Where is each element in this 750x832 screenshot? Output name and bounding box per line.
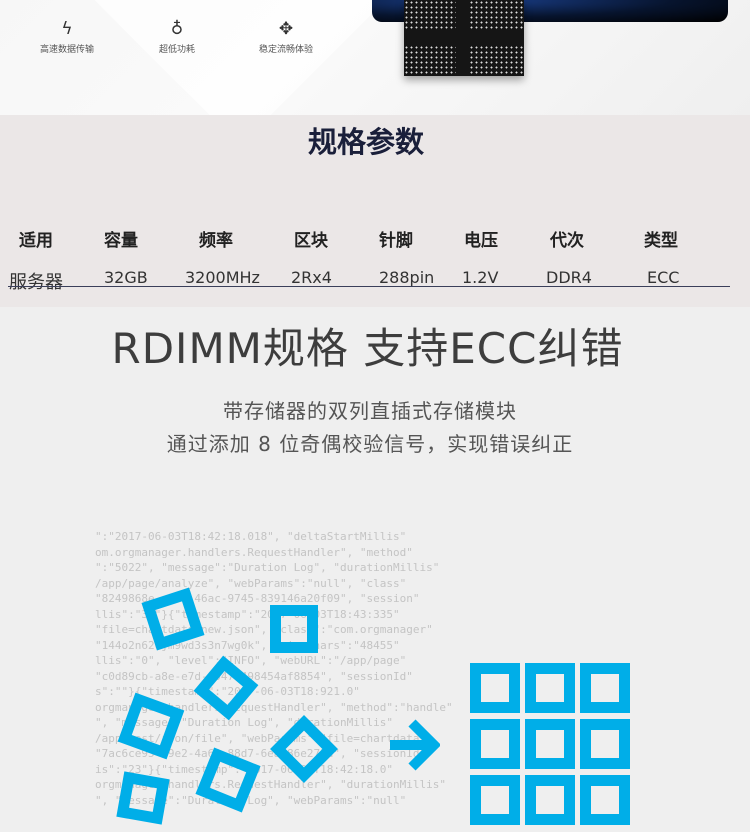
spec-header: 适用 bbox=[19, 231, 53, 251]
move-arrows-icon: ✥ bbox=[278, 19, 294, 39]
code-line: "7ac6ce95-19e2-4a60-88d7-6ead86e273d", "… bbox=[95, 747, 427, 760]
code-line: ", "message":"Duration Log", "durationMi… bbox=[95, 716, 394, 729]
code-line: "8249868e-afd8-46ac-9745-839146a20f09", … bbox=[95, 592, 420, 605]
code-line: ", "message":"Duration Log", "webParams"… bbox=[95, 793, 407, 807]
spec-value: 服务器 bbox=[9, 272, 63, 293]
spec-header: 代次 bbox=[550, 231, 584, 251]
spec-value: 288pin bbox=[379, 268, 435, 287]
feature-stable: ✥ 稳定流畅体验 bbox=[231, 18, 341, 55]
code-line: s":""}{"timestamp":"2017-06-03T18:921.0" bbox=[95, 685, 360, 698]
grid-block-square bbox=[525, 719, 575, 769]
code-line: /app/page/analyze", "webParams":"null", … bbox=[95, 576, 407, 590]
feature-label: 高速数据传输 bbox=[39, 45, 94, 55]
feature-label: 稳定流畅体验 bbox=[258, 45, 313, 55]
grid-block-square bbox=[580, 775, 630, 825]
spec-value: ECC bbox=[647, 268, 680, 287]
lightbulb-icon: ♁ bbox=[170, 19, 184, 39]
hero-features: ϟ 高速数据传输 ♁ 超低功耗 ✥ 稳定流畅体验 bbox=[0, 0, 750, 115]
spec-divider bbox=[8, 286, 730, 287]
grid-block-square bbox=[580, 663, 630, 713]
feature-low-power: ♁ 超低功耗 bbox=[122, 18, 232, 55]
code-line: llis":"0", "level":"INFO", "webURL":"/ap… bbox=[95, 654, 407, 667]
memory-chip-image bbox=[404, 0, 524, 76]
spec-value: 32GB bbox=[104, 268, 148, 287]
grid-block-square bbox=[470, 719, 520, 769]
spec-header: 类型 bbox=[644, 231, 678, 251]
code-line: llis":"36"}{"timestamp":"2017-06-03T18:4… bbox=[95, 607, 400, 621]
spec-header: 区块 bbox=[294, 231, 328, 251]
ecc-title: RDIMM规格 支持ECC纠错 bbox=[111, 324, 624, 373]
feature-label: 超低功耗 bbox=[158, 45, 195, 55]
grid-block-square bbox=[580, 719, 630, 769]
lightning-icon: ϟ bbox=[61, 19, 73, 39]
code-line: is":"23"}{"timestamp":"2017-06-03T18:42:… bbox=[95, 762, 394, 776]
ecc-description-line1: 带存储器的双列直插式存储模块 bbox=[223, 399, 517, 423]
spec-section: 规格参数 适用 容量 频率 区块 针脚 电压 代次 类型 服务器 32GB 32… bbox=[0, 115, 750, 307]
spec-title: 规格参数 bbox=[307, 125, 424, 159]
block-square bbox=[116, 771, 170, 825]
ecc-description-line2: 通过添加 8 位奇偶校验信号，实现错误纠正 bbox=[166, 432, 574, 456]
spec-header: 针脚 bbox=[379, 231, 413, 251]
spec-header: 电压 bbox=[464, 231, 498, 251]
code-line: "c0d89cb-a8e-e7d-8047-498454af8854", "se… bbox=[95, 669, 413, 683]
spec-value: 2Rx4 bbox=[291, 268, 332, 287]
spec-value: 1.2V bbox=[462, 268, 499, 287]
code-line: om.orgmanager.handlers.RequestHandler", … bbox=[95, 545, 413, 559]
spec-value: 3200MHz bbox=[185, 268, 260, 287]
ecc-feature-section: RDIMM规格 支持ECC纠错 带存储器的双列直插式存储模块 通过添加 8 位奇… bbox=[0, 307, 750, 832]
code-line: ":"5022", "message":"Duration Log", "dur… bbox=[95, 561, 440, 574]
grid-block-square bbox=[525, 663, 575, 713]
code-line: ":"2017-06-03T18:42:18.018", "deltaStart… bbox=[95, 530, 407, 543]
code-line: orgmanager.handlers.RequestHandler", "me… bbox=[95, 700, 453, 714]
grid-block-square bbox=[470, 663, 520, 713]
spec-value: DDR4 bbox=[546, 268, 592, 287]
block-square bbox=[270, 605, 318, 653]
grid-block-square bbox=[525, 775, 575, 825]
code-line: orgmanager.handlers.RequestHandler", "du… bbox=[95, 778, 446, 791]
arrow-right-icon bbox=[390, 719, 440, 771]
code-line: /app/rest/json/file", "webParams":"file=… bbox=[95, 731, 427, 745]
spec-header: 频率 bbox=[199, 231, 233, 251]
feature-high-speed: ϟ 高速数据传输 bbox=[12, 18, 122, 55]
grid-block-square bbox=[470, 775, 520, 825]
code-background-text: ":"2017-06-03T18:42:18.018", "deltaStart… bbox=[95, 529, 453, 808]
spec-header: 容量 bbox=[104, 231, 138, 251]
